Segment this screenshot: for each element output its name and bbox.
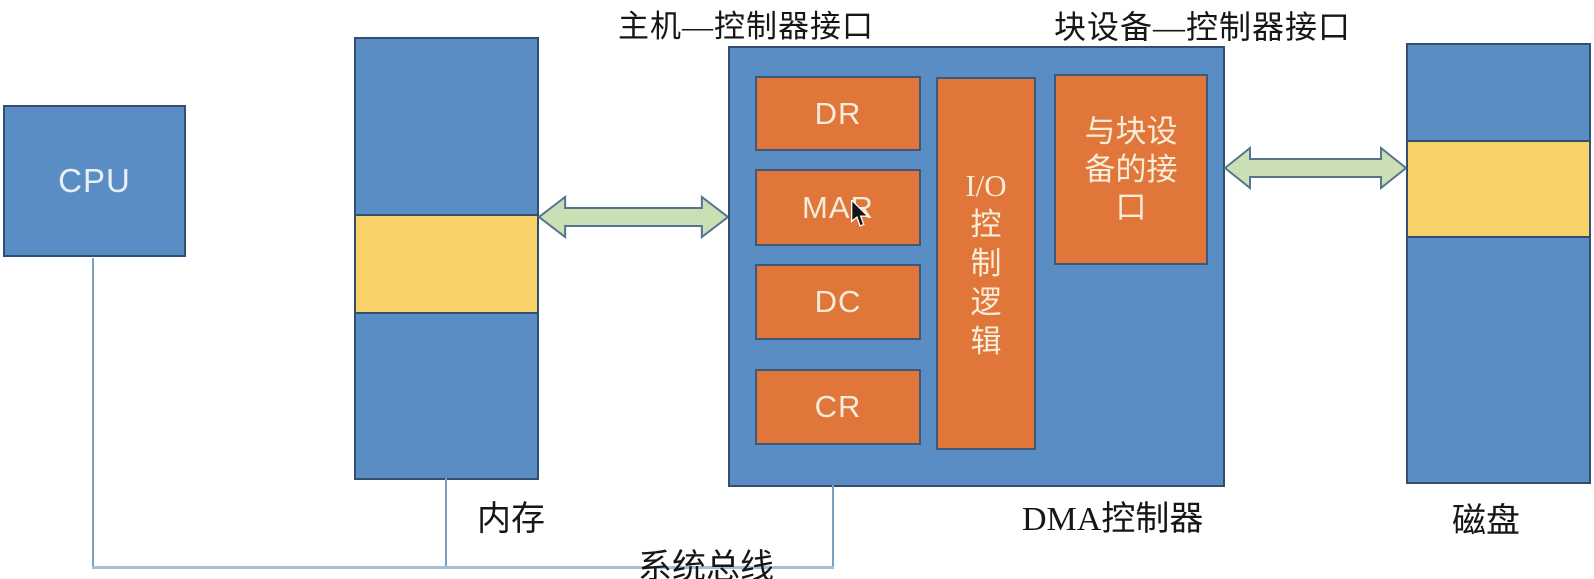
dma-disk-arrow-icon	[1224, 146, 1407, 190]
block-device-interface-line: 口	[1115, 189, 1147, 225]
cpu-bus-connector-line	[92, 258, 94, 568]
dma-controller-caption: DMA控制器	[1022, 501, 1204, 538]
register-dc-label: DC	[814, 284, 862, 319]
io-logic-line: 辑	[970, 324, 1002, 359]
register-cr-box: CR	[755, 369, 921, 445]
io-logic-line: 控	[970, 207, 1002, 242]
io-logic-line: 逻	[970, 285, 1002, 320]
block-device-interface-box: 与块设 备的接 口	[1054, 74, 1208, 265]
mouse-pointer-icon	[851, 200, 870, 227]
register-cr-label: CR	[814, 389, 862, 424]
system-bus-line	[92, 566, 834, 569]
memory-caption: 内存	[477, 501, 545, 538]
system-bus-caption: 系统总线	[638, 549, 774, 579]
memory-bus-connector-line	[445, 478, 447, 568]
register-mar-box: MAR	[755, 169, 921, 246]
io-logic-line: 制	[970, 246, 1002, 281]
register-dr-box: DR	[755, 76, 921, 151]
cpu-label: CPU	[58, 162, 131, 199]
io-logic-line: I/O	[965, 168, 1007, 203]
host-controller-interface-label: 主机—控制器接口	[618, 9, 874, 44]
disk-block-band	[1408, 140, 1589, 238]
block-device-interface-line: 备的接	[1084, 151, 1178, 187]
disk-caption: 磁盘	[1452, 503, 1520, 540]
block-device-controller-interface-label: 块设备—控制器接口	[1054, 9, 1352, 45]
dma-bus-connector-line	[832, 485, 834, 568]
memory-dma-arrow-icon	[538, 195, 729, 239]
cpu-box: CPU	[3, 105, 186, 257]
memory-box	[354, 37, 539, 480]
block-device-interface-line: 与块设	[1084, 113, 1178, 149]
memory-buffer-band	[356, 214, 537, 314]
io-control-logic-box: I/O 控 制 逻 辑	[936, 77, 1036, 450]
disk-box	[1406, 43, 1591, 484]
register-dc-box: DC	[755, 264, 921, 340]
register-dr-label: DR	[814, 95, 862, 131]
dma-controller-box: DR MAR DC CR I/O 控 制 逻 辑 与块设 备的接 口	[728, 46, 1225, 487]
